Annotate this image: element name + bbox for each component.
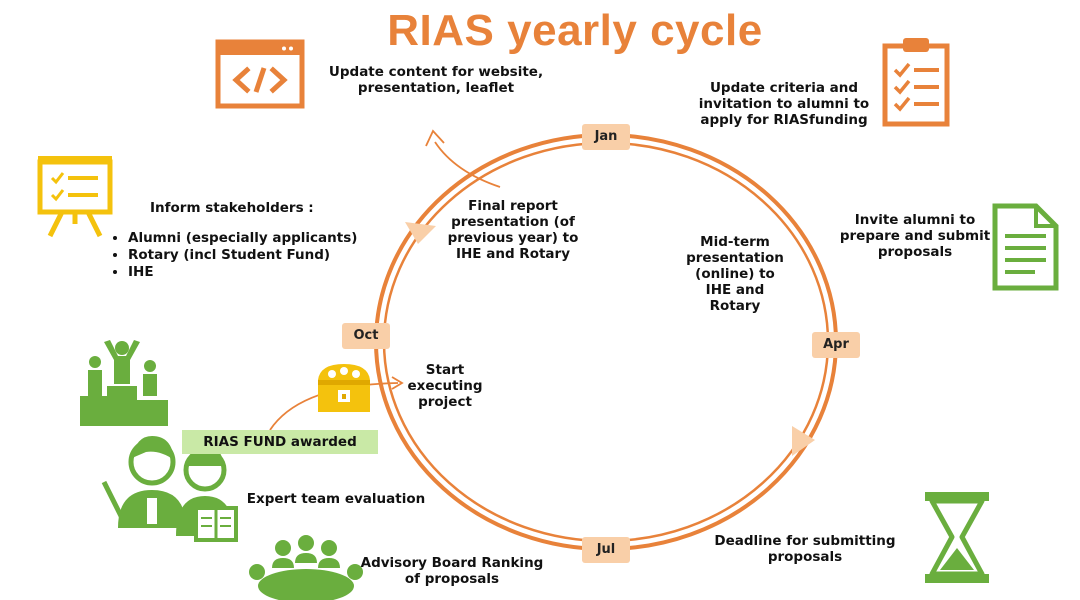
experts-icon	[101, 436, 238, 542]
stakeholders-list: Alumni (especially applicants) Rotary (i…	[110, 230, 410, 281]
ring-arrow-left	[405, 222, 436, 244]
label-advisory-board: Advisory Board Ranking of proposals	[360, 555, 544, 587]
curve-arrowhead-fund	[391, 376, 404, 390]
label-deadline: Deadline for submitting proposals	[714, 533, 896, 565]
podium-icon	[80, 340, 168, 426]
stakeholder-item: IHE	[128, 264, 410, 281]
document-icon	[992, 203, 1059, 291]
stakeholders-heading: Inform stakeholders :	[150, 200, 314, 216]
month-jul: Jul	[582, 537, 630, 563]
treasure-chest-icon	[318, 364, 370, 412]
presentation-board-icon	[37, 156, 113, 238]
fund-awarded-badge: RIAS FUND awarded	[182, 430, 378, 454]
curve-arrowhead-final	[425, 129, 445, 147]
label-update-content: Update content for website, presentation…	[328, 64, 544, 96]
code-window-icon	[215, 39, 305, 109]
stakeholders-block: Inform stakeholders : Alumni (especially…	[110, 200, 410, 281]
month-jan: Jan	[582, 124, 630, 150]
people-meeting-icon	[249, 535, 363, 600]
label-start-executing: Start executing project	[407, 362, 483, 410]
stakeholder-item: Alumni (especially applicants)	[128, 230, 410, 247]
clipboard-checklist-icon	[882, 38, 950, 127]
label-mid-term: Mid-term presentation (online) to IHE an…	[686, 234, 784, 314]
label-final-report: Final report presentation (of previous y…	[447, 198, 579, 262]
label-invite-alumni: Invite alumni to prepare and submit prop…	[839, 212, 991, 260]
label-update-criteria: Update criteria and invitation to alumni…	[698, 80, 870, 128]
curve-arrow-final	[434, 141, 501, 188]
month-oct: Oct	[342, 323, 390, 349]
stakeholder-item: Rotary (incl Student Fund)	[128, 247, 410, 264]
label-expert-evaluation: Expert team evaluation	[246, 491, 426, 507]
hourglass-icon	[925, 492, 989, 583]
month-apr: Apr	[812, 332, 860, 358]
diagram-title: RIAS yearly cycle	[387, 6, 763, 55]
ring-arrow-right	[792, 426, 815, 456]
curve-arrow-fund	[269, 382, 399, 431]
